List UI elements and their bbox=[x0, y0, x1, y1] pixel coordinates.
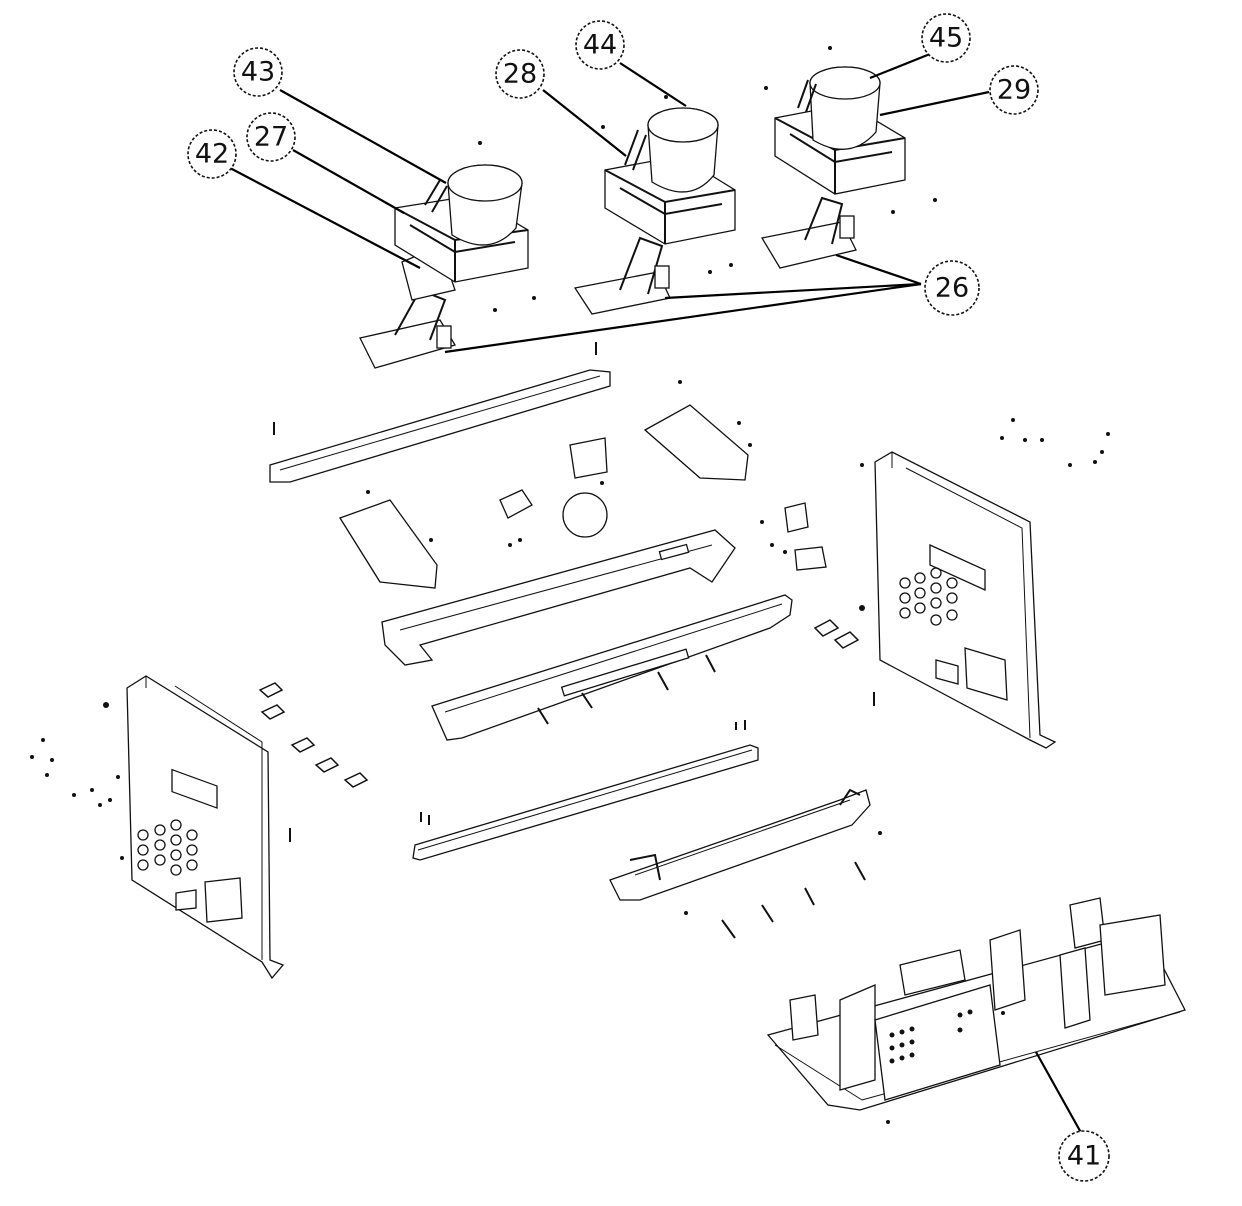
callout-label: 27 bbox=[254, 122, 288, 153]
callout-44: 44 bbox=[575, 20, 625, 70]
callout-43: 43 bbox=[233, 47, 283, 97]
lens-assembly-left bbox=[359, 164, 529, 369]
mirror-cover-right bbox=[643, 404, 749, 481]
fasteners bbox=[30, 46, 1110, 1124]
lens-assembly-right bbox=[760, 66, 906, 269]
callout-28: 28 bbox=[495, 49, 545, 99]
callout-label: 41 bbox=[1067, 1141, 1101, 1172]
front-cross-beam bbox=[381, 529, 736, 666]
bottom-rail bbox=[412, 744, 759, 861]
left-side-panel bbox=[126, 675, 285, 980]
mirror-cover-left bbox=[339, 499, 438, 589]
small-brackets bbox=[499, 437, 827, 571]
callout-label: 42 bbox=[195, 139, 229, 170]
callout-label: 29 bbox=[997, 75, 1031, 106]
callout-label: 44 bbox=[583, 30, 617, 61]
bottom-tray bbox=[609, 788, 871, 901]
callout-label: 45 bbox=[929, 23, 963, 54]
lens-assembly-center bbox=[573, 107, 736, 315]
circuit-board bbox=[766, 897, 1186, 1111]
callout-26: 26 bbox=[924, 260, 980, 316]
callout-42: 42 bbox=[187, 129, 237, 179]
right-side-panel bbox=[874, 451, 1057, 749]
callout-label: 26 bbox=[935, 273, 969, 304]
clips bbox=[258, 619, 860, 788]
callout-27: 27 bbox=[246, 112, 296, 162]
top-rail bbox=[269, 369, 611, 483]
callout-41: 41 bbox=[1058, 1130, 1110, 1182]
callout-29: 29 bbox=[989, 65, 1039, 115]
callout-label: 28 bbox=[503, 59, 537, 90]
screws bbox=[273, 342, 875, 939]
callout-label: 43 bbox=[241, 57, 275, 88]
leader-lines bbox=[229, 50, 1085, 1139]
callout-45: 45 bbox=[921, 13, 971, 63]
lower-cross-beam bbox=[431, 594, 793, 741]
